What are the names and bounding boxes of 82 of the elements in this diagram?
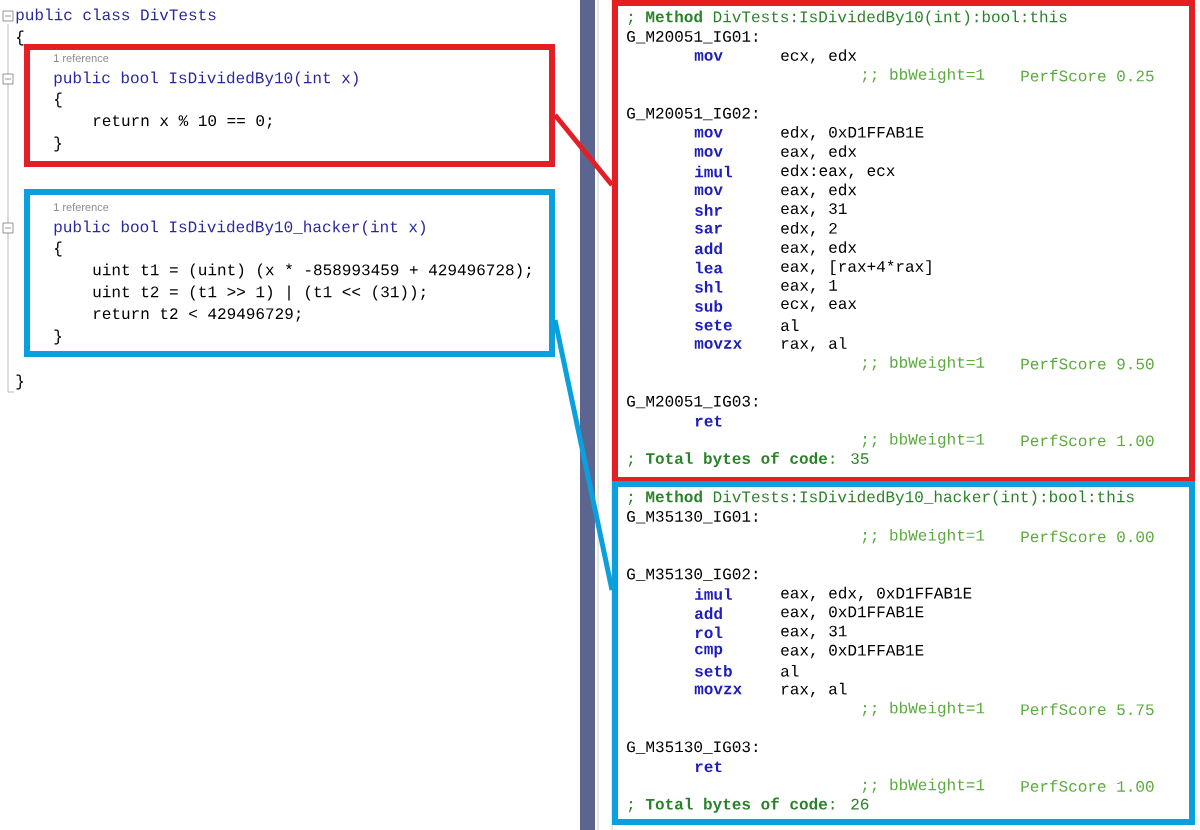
operand: eax, 0xD1FFAB1E	[781, 644, 924, 659]
instruction: mov	[694, 148, 723, 157]
code-label: G_M35130_IG01:	[627, 511, 757, 524]
instruction: add	[695, 607, 722, 620]
instruction: imul	[695, 165, 732, 178]
instruction: mov	[694, 128, 723, 138]
comment: PerfScore 1.00	[1021, 434, 1154, 447]
instruction: lea	[695, 261, 723, 274]
code-line: uint t1 = (uint) (x * -858993459 + 429496728);	[93, 263, 531, 279]
reference-hint: 1 reference	[54, 202, 109, 212]
code-line: }	[54, 329, 62, 345]
code-line: }	[54, 136, 62, 152]
code-line: }	[16, 374, 24, 390]
instruction: imul	[695, 588, 732, 600]
operand: al	[781, 319, 799, 332]
code-line: ; Method DivTests:IsDividedBy10_hacker(int):bool:this	[628, 490, 1134, 506]
operand: rax, al	[782, 682, 847, 698]
instruction: sete	[695, 319, 732, 331]
operand: rax, al	[782, 337, 847, 352]
reference-hint: 1 reference	[54, 54, 109, 63]
code-box	[612, 0, 1195, 483]
comment: PerfScore 0.00	[1021, 530, 1154, 543]
code-line: uint t2 = (t1 >> 1) | (t1 << (31));	[93, 285, 425, 301]
operand: edx:eax, ecx	[781, 164, 895, 179]
code-line: {	[55, 92, 62, 108]
code-label: G_M20051_IG02:	[627, 107, 757, 121]
code-line: ; Total bytes of code: 35	[628, 452, 869, 468]
operand: eax, 0xD1FFAB1E	[781, 606, 924, 620]
operand: al	[781, 664, 799, 677]
code-label: G_M20051_IG03:	[627, 395, 757, 409]
instruction: shr	[695, 204, 722, 216]
operand: eax, edx	[781, 241, 857, 256]
comment: ;; bbWeight=1	[862, 778, 985, 794]
comment: ;; bbWeight=1	[862, 68, 985, 84]
operand: ecx, eax	[781, 300, 857, 312]
instruction: ret	[695, 761, 722, 773]
comment: PerfScore 5.75	[1021, 703, 1154, 716]
instruction: setb	[695, 664, 732, 677]
code-line: public bool IsDividedBy10_hacker(int x)	[54, 220, 425, 236]
instruction: movzx	[694, 685, 742, 695]
code-line: return x % 10 == 0;	[94, 115, 272, 129]
instruction: ret	[695, 415, 722, 427]
code-label: G_M20051_IG01:	[627, 31, 757, 44]
code-line: {	[17, 30, 24, 46]
instruction: shl	[695, 280, 723, 293]
instruction: mov	[694, 52, 723, 61]
operand: eax, 31	[781, 203, 847, 217]
operand: eax, edx	[781, 145, 857, 160]
code-line: public class DivTests	[16, 8, 216, 24]
operand: edx, 0xD1FFAB1E	[781, 126, 924, 141]
instruction: sub	[695, 300, 723, 312]
comment: ;; bbWeight=1	[862, 432, 985, 448]
code-line: public bool IsDividedBy10(int x)	[54, 71, 358, 87]
operand: ecx, edx	[781, 49, 857, 64]
code-line: ; Total bytes of code: 26	[628, 797, 869, 813]
code-label: G_M35130_IG03:	[627, 741, 757, 754]
code-line: return t2 < 429496729;	[94, 308, 300, 322]
operand: eax, 31	[781, 625, 847, 640]
code-line: ; Method DivTests:IsDividedBy10(int):bool:this	[628, 10, 1067, 26]
instruction: add	[695, 242, 722, 255]
instruction: movzx	[694, 340, 742, 349]
instruction: mov	[694, 186, 723, 196]
code-box	[24, 44, 555, 167]
operand: edx, 2	[781, 222, 837, 237]
comment: ;; bbWeight=1	[862, 356, 985, 372]
code-line: {	[55, 241, 62, 257]
comment: ;; bbWeight=1	[862, 701, 985, 717]
comment: ;; bbWeight=1	[862, 528, 985, 544]
operand: eax, [rax+4*rax]	[781, 260, 931, 276]
comment: PerfScore 9.50	[1021, 357, 1154, 370]
comment: PerfScore 1.00	[1021, 780, 1154, 792]
operand: eax, edx, 0xD1FFAB1E	[781, 586, 972, 602]
comment: PerfScore 0.25	[1021, 69, 1154, 82]
code-box	[24, 189, 555, 357]
instruction: rol	[695, 626, 723, 639]
operand: eax, 1	[781, 280, 838, 294]
code-box	[612, 481, 1195, 825]
code-label: G_M35130_IG02:	[627, 568, 757, 581]
instruction: cmp	[695, 645, 723, 658]
instruction: sar	[695, 224, 722, 234]
connector-line	[552, 319, 615, 591]
operand: eax, edx	[781, 183, 857, 198]
